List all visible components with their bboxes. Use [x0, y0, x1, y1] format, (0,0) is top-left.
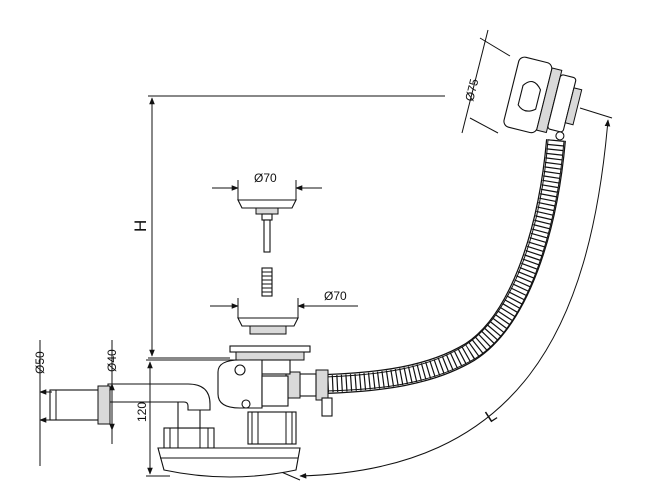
drain-grid — [237, 317, 299, 335]
drain-flange — [229, 345, 311, 353]
outlet-inner-diameter-dimension: Ø40 — [105, 340, 119, 444]
hose-connection — [285, 369, 333, 417]
trap-nut-left — [163, 427, 215, 449]
spring-body — [261, 267, 273, 297]
plug-stem — [263, 219, 271, 253]
drain-bolt-bottom — [241, 399, 251, 409]
plug-diameter-label: Ø70 — [254, 171, 277, 185]
overflow-ext-top — [479, 37, 511, 57]
overflow-diameter-label: Ø75 — [462, 77, 481, 103]
siphon-trap — [107, 383, 301, 478]
outlet-outer-diameter-label: Ø50 — [33, 351, 47, 374]
plug-assembly — [237, 199, 297, 253]
plug-gasket — [255, 207, 279, 215]
drain-body — [217, 345, 311, 445]
overflow-diameter-dimension: Ø75 — [461, 29, 511, 134]
height-dimension: H — [131, 95, 445, 359]
hose-clip — [321, 397, 333, 417]
drain-diameter-dimension: Ø70 — [210, 289, 358, 318]
overflow-head — [503, 56, 583, 141]
corrugated-hose — [324, 139, 566, 394]
drain-washer — [235, 351, 305, 361]
hose-body — [324, 139, 565, 393]
outlet-outer-diameter-dimension: Ø50 — [33, 340, 52, 466]
overflow-spigot — [555, 131, 565, 141]
hose-inner-line-2 — [324, 140, 565, 392]
hose-outline — [324, 139, 566, 394]
outlet-sleeve — [49, 389, 101, 421]
overflow-dim-line — [461, 29, 489, 134]
drain-bolt-top — [234, 364, 246, 376]
outlet-inner-diameter-label: Ø40 — [105, 349, 119, 372]
plug-diameter-dimension: Ø70 — [212, 171, 322, 200]
spring-screw — [261, 267, 273, 297]
trap-outlet-bend — [107, 383, 211, 411]
drain-diameter-label: Ø70 — [324, 289, 347, 303]
hose-clamp-1 — [315, 369, 329, 401]
outlet-nut — [97, 385, 111, 425]
hose-inner-line-1 — [324, 139, 549, 378]
outlet-pipe — [49, 385, 111, 425]
trap-height-label: 120 — [135, 402, 149, 422]
length-ext-top — [579, 107, 613, 119]
trap-bowl — [157, 447, 301, 478]
height-label: H — [131, 220, 150, 232]
drain-tailpiece — [247, 411, 297, 445]
overflow-knob — [517, 80, 542, 112]
hose-adapter — [299, 373, 317, 397]
trap-height-dimension: 120 — [135, 359, 236, 477]
drain-tee — [261, 375, 289, 407]
drain-grid-top — [237, 317, 299, 327]
overflow-ext-bottom — [469, 117, 499, 134]
plug-collar — [261, 213, 273, 221]
drain-elbow — [217, 359, 263, 409]
plug-cap — [237, 199, 297, 209]
drain-grid-sleeve — [249, 325, 287, 335]
length-dimension-curve — [299, 119, 611, 479]
length-label: L — [482, 405, 500, 426]
